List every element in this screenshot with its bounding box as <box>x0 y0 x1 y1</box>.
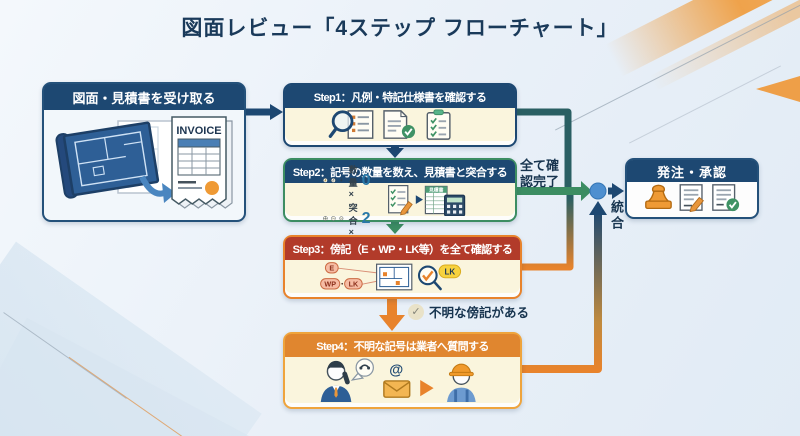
match-label: 突合× <box>348 202 358 237</box>
quantity-label: 数量× <box>348 164 358 199</box>
badge-separator: ・ <box>338 279 345 288</box>
notation-badge-e: E <box>324 261 339 273</box>
arrowhead-junction-approval <box>612 183 624 199</box>
page-title: 図面レビュー「4ステップ フローチャート」 <box>181 17 619 40</box>
step2-header: Step2：記号の数量を数え、見積書と突合する <box>285 160 515 183</box>
magnifier-check-icon <box>417 265 442 290</box>
decor-orange-triangle <box>756 76 800 102</box>
receive-documents-card: 図面・見積書を受け取る <box>42 82 246 222</box>
phone-speech-bubble-icon <box>350 358 374 381</box>
document-check-icon <box>383 109 416 139</box>
label-all-confirmed: 全て確 認完了 <box>520 158 559 189</box>
small-arrow-right-icon <box>415 194 423 204</box>
approval-header: 発注・承認 <box>627 160 757 182</box>
lightning-icon <box>340 178 343 183</box>
invoice-icon: INVOICE <box>171 116 233 209</box>
notation-badge-lk: LK <box>343 277 363 289</box>
envelope-icon <box>382 380 410 398</box>
stamp-icon <box>645 184 672 210</box>
label-integrate: 統合 <box>609 200 624 232</box>
label-unknown-notation-text: 不明な傍記がある <box>429 306 530 320</box>
tilde-circle-icon <box>331 216 336 221</box>
arrowhead-step4-up <box>589 201 607 215</box>
at-symbol: @ <box>389 362 403 378</box>
arrowhead-step2-junction <box>581 181 592 201</box>
connector-step4-right <box>518 214 602 373</box>
step4-header: Step4：不明な記号は業者へ質問する <box>285 334 520 357</box>
connector-step3-right <box>518 195 574 271</box>
blueprint-icon <box>55 121 160 199</box>
approval-card: 発注・承認 <box>625 158 759 219</box>
highlight-lk-label: LK <box>444 267 455 276</box>
step1-body <box>285 108 515 141</box>
step3-body: E WP ・ LK <box>285 260 520 293</box>
step2-card: Step2：記号の数量を数え、見積書と突合する 数量× <box>283 158 517 237</box>
caller-person-icon <box>320 360 351 402</box>
check-icon: ✓ <box>408 303 424 320</box>
badge-wp-label: WP <box>324 279 336 288</box>
label-all-confirmed-line1: 全て確 <box>520 158 560 173</box>
step1-header: Step1：凡例・特記仕様書を確認する <box>285 85 515 108</box>
label-all-confirmed-line2: 認完了 <box>520 173 560 189</box>
approval-icons <box>645 184 740 212</box>
checklist-pencil-icon <box>387 184 413 215</box>
estimate-sheet-label: 見積書 <box>428 186 444 193</box>
badge-lk-label: LK <box>348 279 358 288</box>
notation-badge-wp: WP <box>319 277 340 289</box>
lightning-circle-icon <box>331 178 336 183</box>
arrow-right-icon <box>419 380 434 397</box>
seal-icon <box>205 181 219 195</box>
junction-dot <box>589 182 607 200</box>
step1-icons <box>328 108 451 140</box>
cross-circle-icon <box>323 216 329 221</box>
calculator-icon <box>443 194 465 216</box>
approved-document-icon <box>712 184 740 212</box>
step4-card: Step4：不明な記号は業者へ質問する @ <box>283 332 522 409</box>
step2-right-icons: 見積書 <box>387 184 465 216</box>
label-unknown-notation: ✓ 不明な傍記がある <box>408 302 529 321</box>
symbol-count-group: 数量× 0 <box>323 163 371 237</box>
step3-icons: E WP ・ LK <box>319 261 461 290</box>
match-value: 2 <box>361 209 371 227</box>
worker-person-icon <box>446 363 476 402</box>
step1-card: Step1：凡例・特記仕様書を確認する <box>283 83 517 147</box>
step2-body: 数量× 0 <box>285 165 515 237</box>
symbol-row-quantity: 数量× 0 <box>323 163 371 199</box>
double-lightning-circle-icon <box>323 178 329 183</box>
highlight-badge-lk: LK <box>438 264 461 278</box>
arrowhead-step3-step4 <box>379 315 405 331</box>
blueprint-invoice-illustration: INVOICE <box>55 116 233 209</box>
arrowhead-step2-step3 <box>386 224 404 234</box>
approval-body <box>627 182 757 213</box>
step3-header: Step3：傍記（E・WP・LK等）を全て確認する <box>285 237 520 260</box>
invoice-label: INVOICE <box>176 125 221 137</box>
arrowhead-receive-step1 <box>270 104 283 120</box>
curved-arrow-icon <box>139 175 176 203</box>
tilde-circle-small-icon <box>339 216 344 221</box>
floor-plan-icon <box>375 263 412 290</box>
step3-card: Step3：傍記（E・WP・LK等）を全て確認する E WP ・ LK <box>283 235 522 299</box>
badge-e-label: E <box>329 263 334 272</box>
receive-card-body: INVOICE <box>44 110 244 216</box>
receive-card-header: 図面・見積書を受け取る <box>44 84 244 110</box>
checklist-clipboard-icon <box>426 108 451 140</box>
contract-pencil-icon <box>679 184 704 212</box>
step4-icons: @ <box>320 358 476 402</box>
arrowhead-step1-step2 <box>386 148 404 158</box>
quantity-value: 0 <box>361 171 371 189</box>
magnifier-icon <box>328 109 354 138</box>
symbol-row-match: 突合× 2 <box>323 201 371 237</box>
estimate-sheet-icon: 見積書 <box>424 185 448 214</box>
step4-body: @ <box>285 357 520 403</box>
